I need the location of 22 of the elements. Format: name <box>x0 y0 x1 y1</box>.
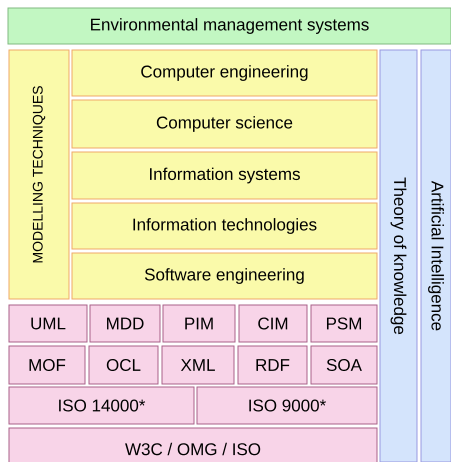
standard-box: CIM <box>238 304 308 342</box>
layer-box: Information technologies <box>72 202 378 250</box>
layer-box: Computer science <box>72 100 378 148</box>
standard-box: XML <box>162 346 234 384</box>
layer-box: Computer engineering <box>72 50 378 96</box>
standard-box: MOF <box>8 346 86 384</box>
layer-box: Information systems <box>72 152 378 200</box>
standard-box: W3C / OMG / ISO <box>8 428 378 462</box>
band: Environmental management systems <box>8 8 451 44</box>
standard-box: MDD <box>90 304 160 342</box>
standard-box: ISO 9000* <box>196 386 378 424</box>
side-panel: MODELLING TECHNIQUES <box>8 50 70 300</box>
pillar-box: Theory of knowledge <box>380 50 418 462</box>
standard-box: OCL <box>88 346 158 384</box>
standard-box: SOA <box>310 346 378 384</box>
pillar-box: Artificial Intelligence <box>420 50 451 462</box>
standard-box: ISO 14000* <box>8 386 194 424</box>
standard-box: PIM <box>162 304 236 342</box>
standard-box: PSM <box>310 304 378 342</box>
layer-box: Software engineering <box>72 252 378 300</box>
standard-box: UML <box>8 304 88 342</box>
standard-box: RDF <box>238 346 308 384</box>
